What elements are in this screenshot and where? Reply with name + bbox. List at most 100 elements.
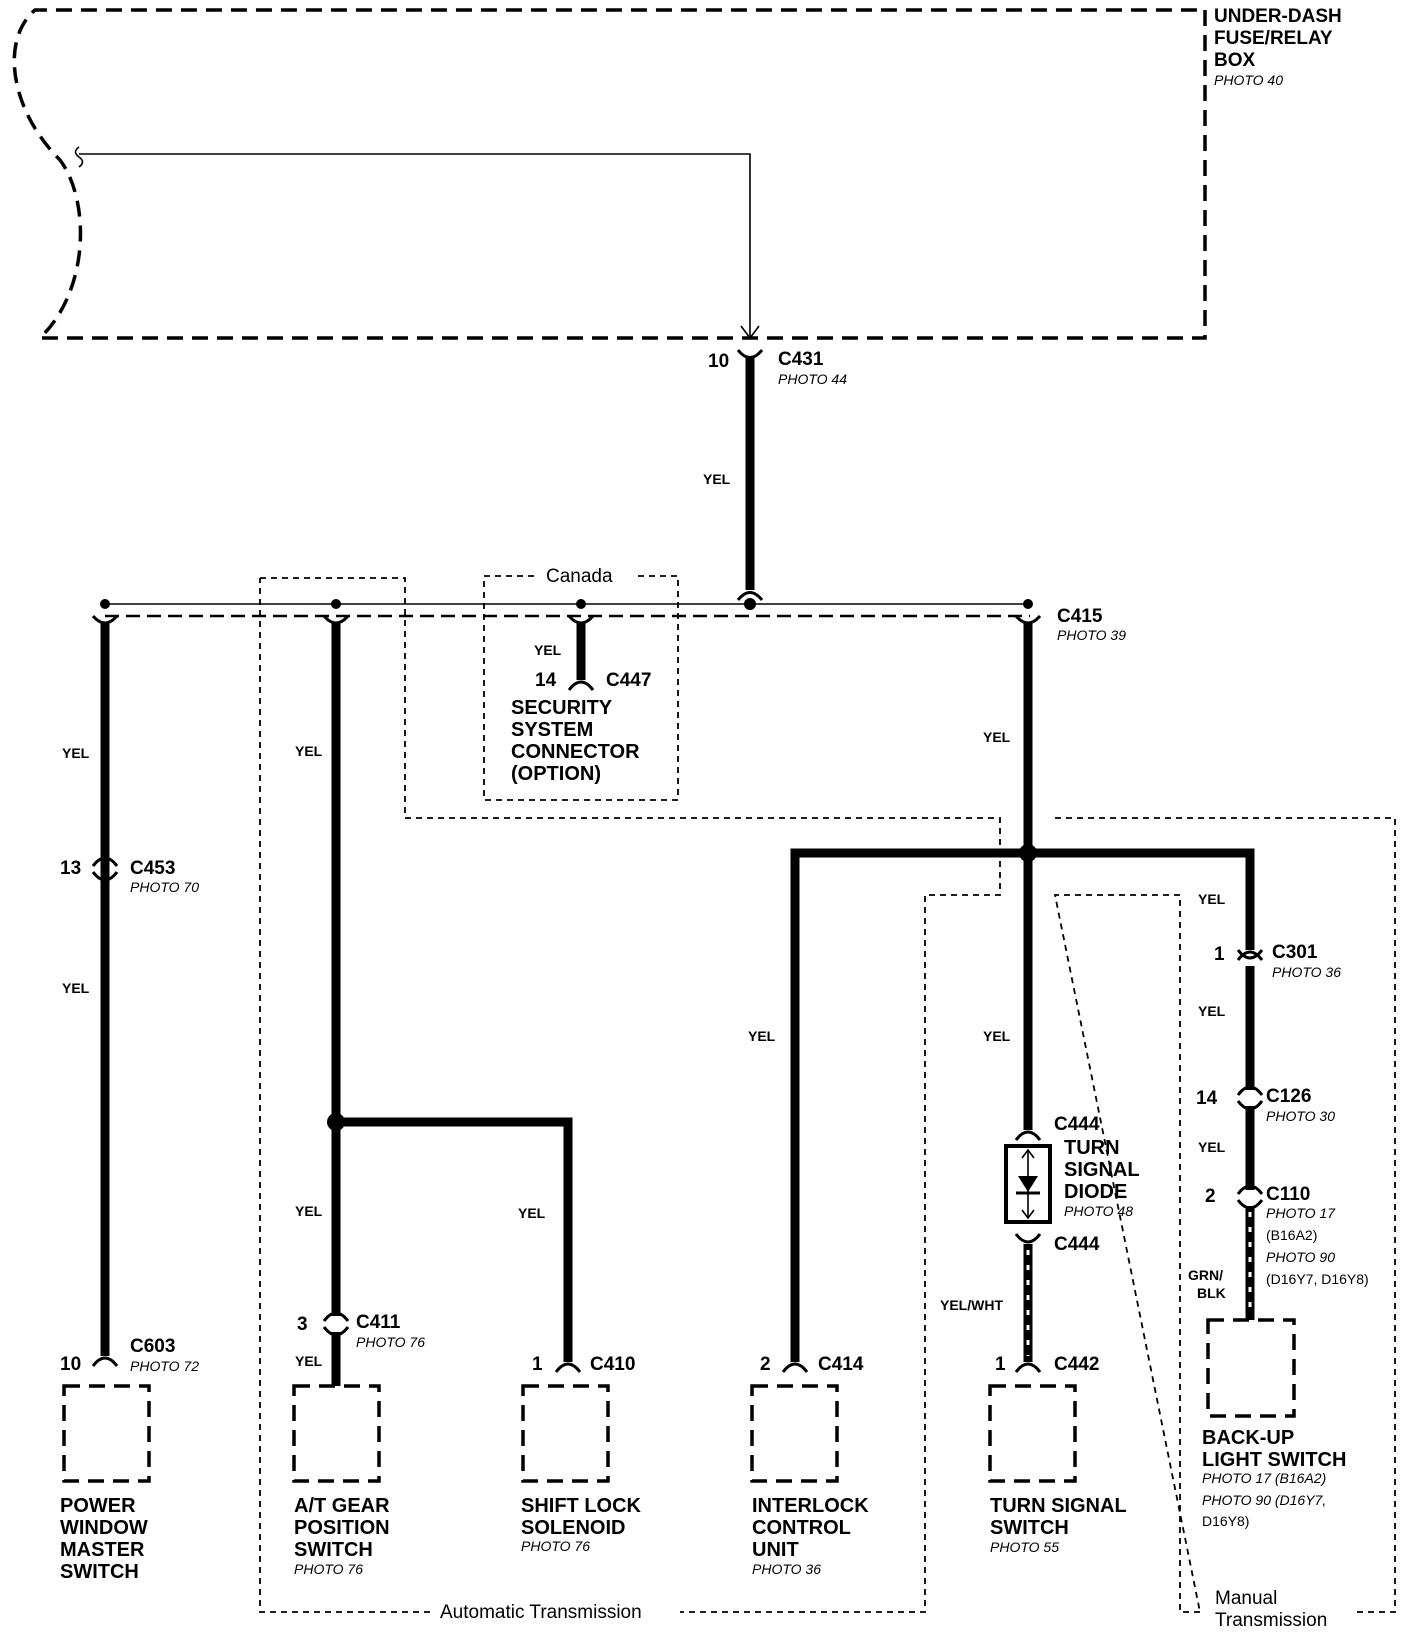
c126-name: C126 [1266,1086,1311,1107]
c301-name: C301 [1272,942,1318,963]
interlock-wire [790,848,1028,1362]
c442-pin: 1 [995,1354,1006,1375]
c431-photo: PHOTO 44 [778,371,847,387]
security-name-1: SECURITY [511,697,613,719]
c453-symbol [91,856,119,882]
diode-symbol [1018,1176,1038,1192]
c431-connector-symbol [736,349,764,359]
interlock-wire-label: YEL [748,1028,776,1044]
security-bottom-connector [567,680,595,691]
security-name-2: SYSTEM [511,719,593,741]
backup-wire-3-label: YEL [1198,1139,1226,1155]
c411-name: C411 [356,1312,401,1333]
at-switch-box [292,1384,381,1483]
c110-name: C110 [1266,1184,1310,1205]
turn-switch-photo: PHOTO 55 [990,1539,1059,1555]
manual-trans-label-2: Transmission [1215,1610,1327,1631]
security-name-3: CONNECTOR [511,741,640,763]
at-wire-bottom-label: YEL [295,1353,323,1369]
auto-trans-region [259,577,1001,1613]
shift-lock-wire-label: YEL [518,1205,546,1221]
c442-symbol [1014,1362,1042,1373]
c110-photo-2: (B16A2) [1266,1227,1317,1243]
backup-wire-1-label: YEL [1198,891,1226,907]
canada-label-bg [538,564,634,586]
shift-lock-name-1: SHIFT LOCK [521,1495,642,1517]
c411-symbol [322,1311,350,1337]
fuse-box-outline [12,8,1207,340]
splice-main-feed [744,598,756,610]
backup-name-1: BACK-UP [1202,1427,1294,1449]
splice-security [576,599,586,609]
c410-symbol [554,1362,582,1373]
security-wire-label: YEL [534,642,562,658]
at-wire-mid-label: YEL [295,1203,323,1219]
c442-name: C442 [1054,1354,1099,1375]
c301-pin: 1 [1214,944,1225,965]
fuse-lead-arrow [740,325,760,340]
shift-lock-box [521,1384,610,1483]
splice-power-window [100,599,110,609]
splice-at-gear [331,599,341,609]
turn-wire-bottom-label: YEL/WHT [940,1297,1003,1313]
c410-name: C410 [590,1354,635,1375]
c453-pin: 13 [60,858,81,879]
at-name-2: POSITION [294,1517,390,1539]
fuse-box-name-2: FUSE/RELAY [1214,28,1333,49]
turn-switch-name-1: TURN SIGNAL [990,1495,1127,1517]
interlock-name-2: CONTROL [752,1517,851,1539]
main-wire-label: YEL [703,471,731,487]
c415-name: C415 [1057,606,1103,627]
c453-name: C453 [130,858,175,879]
backup-photo-1: PHOTO 17 (B16A2) [1202,1470,1326,1486]
c410-pin: 1 [532,1354,543,1375]
pw-name-2: WINDOW [60,1517,148,1539]
pw-name-4: SWITCH [60,1561,139,1583]
shift-lock-name-2: SOLENOID [521,1517,625,1539]
pw-wire-top-label: YEL [62,745,90,761]
c431-pin: 10 [708,351,729,372]
security-name-4: (OPTION) [511,763,601,785]
backup-photo-2: PHOTO 90 (D16Y7, [1202,1492,1326,1508]
at-name-1: A/T GEAR [294,1495,390,1517]
c126-photo: PHOTO 30 [1266,1108,1335,1124]
c126-pin: 14 [1196,1088,1218,1109]
backup-wire-4-label-2: BLK [1197,1285,1226,1301]
interlock-box [750,1384,839,1483]
c110-photo-1: PHOTO 17 [1266,1205,1336,1221]
backup-name-2: LIGHT SWITCH [1202,1449,1346,1471]
c444-bottom-symbol [1014,1233,1042,1244]
fuse-box-photo: PHOTO 40 [1214,72,1283,88]
pw-switch-box [62,1384,151,1483]
c415-photo: PHOTO 39 [1057,627,1126,643]
interlock-name-3: UNIT [752,1539,799,1561]
diode-name-1: TURN [1064,1137,1120,1159]
c603-name: C603 [130,1336,175,1357]
canada-label: Canada [546,566,613,587]
interlock-name-1: INTERLOCK [752,1495,869,1517]
main-feed-lower-connector [736,591,764,601]
diode-photo: PHOTO 48 [1064,1203,1133,1219]
pw-name-3: MASTER [60,1539,145,1561]
c110-pin: 2 [1205,1186,1216,1207]
c444-top-name: C444 [1054,1114,1100,1135]
pw-wire-bottom-label: YEL [62,980,90,996]
c603-pin: 10 [60,1354,81,1375]
turn-switch-name-2: SWITCH [990,1517,1069,1539]
backup-feed-wire [1028,848,1255,950]
c411-photo: PHOTO 76 [356,1334,425,1350]
c301-photo: PHOTO 36 [1272,964,1341,980]
pw-name-1: POWER [60,1495,136,1517]
fuse-box-name-3: BOX [1214,50,1256,71]
security-connector-name: C447 [606,670,651,691]
c414-name: C414 [818,1354,864,1375]
backup-switch-box [1206,1318,1296,1418]
c603-symbol [91,1356,119,1367]
c126-symbol [1236,1085,1264,1111]
c301-symbol [1236,949,1264,961]
c110-photo-4: (D16Y7, D16Y8) [1266,1271,1369,1287]
fuse-internal-lead [74,146,751,338]
interlock-photo: PHOTO 36 [752,1561,821,1577]
diode-box [1004,1144,1052,1224]
